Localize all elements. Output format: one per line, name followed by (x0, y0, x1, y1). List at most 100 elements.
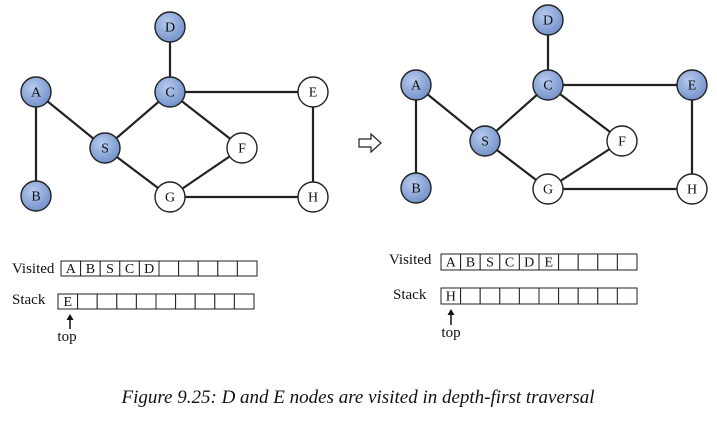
stack-cell (96, 293, 118, 310)
node-label-F: F (618, 135, 626, 150)
top-label: top (57, 329, 76, 345)
visited-cell (577, 253, 599, 271)
node-A: A (400, 69, 432, 101)
node-H: H (297, 181, 329, 213)
node-label-B: B (31, 190, 40, 205)
visited-cell-text: A (66, 262, 77, 277)
stack-cell (116, 293, 137, 310)
node-circle-G (154, 181, 186, 213)
node-C: C (532, 69, 564, 101)
visited-cell (597, 253, 618, 271)
visited-cell: B (80, 260, 101, 277)
visited-cell: D (518, 253, 540, 271)
node-label-A: A (411, 79, 422, 94)
visited-cell (217, 260, 238, 277)
node-E: E (676, 69, 708, 101)
figure-caption: Figure 9.25: D and E nodes are visited i… (120, 387, 594, 408)
visited-cell (558, 253, 579, 271)
stack-cell (616, 287, 638, 305)
graph-panel-after: D A C E S F B G H (400, 4, 708, 205)
node-E: E (297, 76, 329, 108)
node-circle-B (400, 172, 432, 204)
visited-cell-text: B (86, 262, 95, 277)
node-A: A (20, 76, 52, 108)
stack-cell: H (440, 287, 462, 305)
stack-cell (558, 287, 579, 305)
node-circle-S (469, 125, 501, 157)
visited-cell (178, 260, 199, 277)
visited-cell-text: E (545, 256, 554, 271)
node-circle-C (154, 76, 186, 108)
node-G: G (154, 181, 186, 213)
stack-cell (597, 287, 618, 305)
stack-cell: E (57, 293, 79, 310)
node-label-D: D (165, 21, 175, 36)
node-circle-F (606, 125, 638, 157)
stack-cell (499, 287, 520, 305)
visited-cell-text: D (144, 262, 154, 277)
visited-cell: B (460, 253, 481, 271)
visited-cell: A (440, 253, 462, 271)
stack-cell (214, 293, 235, 310)
node-S: S (469, 125, 501, 157)
visited-cell: S (479, 253, 501, 271)
node-label-S: S (481, 135, 489, 150)
stack-cell (460, 287, 481, 305)
visited-cell (616, 253, 638, 271)
node-label-B: B (411, 182, 420, 197)
node-circle-E (297, 76, 329, 108)
node-B: B (400, 172, 432, 204)
node-circle-A (20, 76, 52, 108)
node-B: B (20, 180, 52, 212)
stack-cell-text: H (446, 290, 456, 305)
stack-cell (518, 287, 540, 305)
visited-cell: C (499, 253, 520, 271)
top-label: top (441, 325, 460, 341)
stack-label: Stack (393, 287, 427, 303)
visited-cell: C (119, 260, 140, 277)
stack-cell (538, 287, 560, 305)
visited-label: Visited (12, 261, 55, 277)
transition-arrow-icon (358, 132, 382, 154)
stack-cell (194, 293, 216, 310)
node-circle-A (400, 69, 432, 101)
node-label-E: E (688, 79, 697, 94)
node-D: D (154, 11, 186, 43)
visited-cell-text: C (505, 256, 514, 271)
node-circle-C (532, 69, 564, 101)
node-label-H: H (687, 183, 697, 198)
visited-cell: S (99, 260, 121, 277)
node-C: C (154, 76, 186, 108)
node-circle-D (532, 4, 564, 36)
stack-cell (135, 293, 157, 310)
visited-cell: A (60, 260, 82, 277)
node-F: F (226, 132, 258, 164)
node-label-C: C (543, 79, 552, 94)
visited-cell (197, 260, 219, 277)
visited-cell: E (538, 253, 560, 271)
node-label-D: D (543, 14, 553, 29)
node-circle-D (154, 11, 186, 43)
visited-cell-text: S (106, 262, 114, 277)
node-circle-B (20, 180, 52, 212)
node-circle-H (676, 173, 708, 205)
node-circle-H (297, 181, 329, 213)
top-pointer-arrow-icon (66, 314, 74, 329)
visited-label: Visited (389, 252, 432, 268)
stack-cell (77, 293, 98, 310)
node-D: D (532, 4, 564, 36)
visited-cell (158, 260, 180, 277)
node-circle-E (676, 69, 708, 101)
node-circle-S (89, 132, 121, 164)
stack-cell-text: E (64, 295, 73, 310)
visited-cell (236, 260, 258, 277)
node-label-C: C (165, 86, 174, 101)
node-label-G: G (165, 191, 175, 206)
node-H: H (676, 173, 708, 205)
top-pointer-arrow-icon (447, 309, 455, 325)
node-G: G (532, 173, 564, 205)
node-label-A: A (31, 86, 42, 101)
